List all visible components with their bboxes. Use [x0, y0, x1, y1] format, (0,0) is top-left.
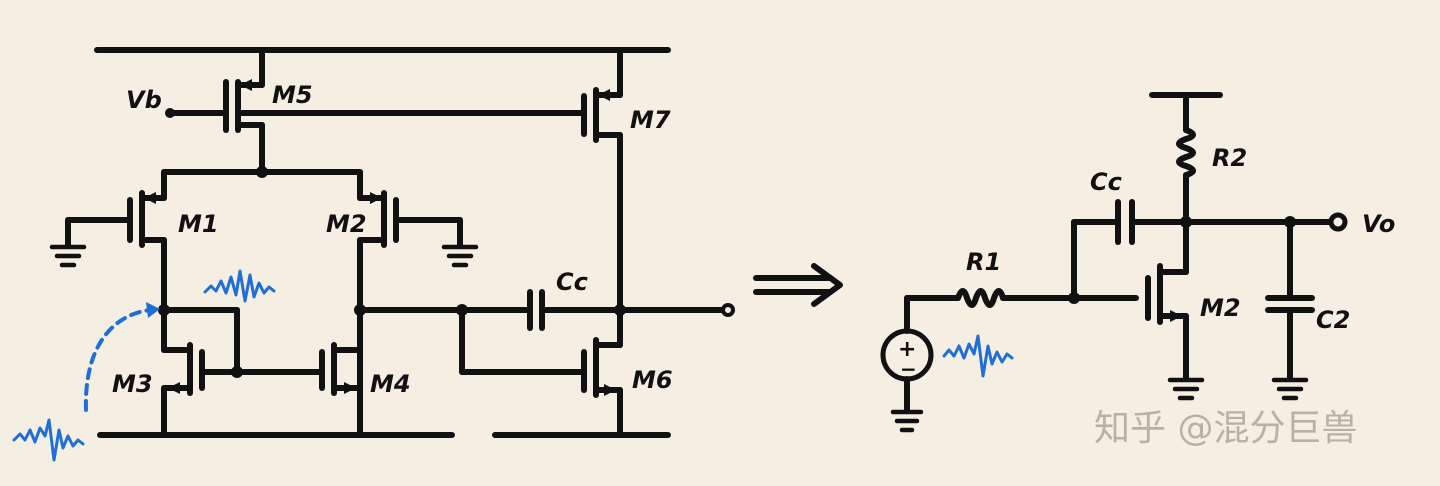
- r2-label: R2: [1212, 144, 1247, 172]
- m7-label: M7: [630, 106, 671, 134]
- transistor-m4: [319, 342, 363, 396]
- equivalence-arrow: [753, 263, 843, 307]
- vo-label: Vo: [1362, 210, 1395, 238]
- source-minus: −: [900, 357, 917, 381]
- signal-waveform-source: [942, 334, 1014, 378]
- transistor-m3: [161, 307, 205, 438]
- transistor-m2: [357, 169, 479, 438]
- m2-label: M2: [326, 210, 367, 238]
- voltage-source: + −: [880, 295, 961, 433]
- resistor-r2: [1176, 127, 1196, 235]
- right-circuit: + − R1 Cc Vo R2: [880, 92, 1395, 433]
- vo-terminal: [1328, 212, 1348, 232]
- m4-label: M4: [370, 370, 411, 398]
- m6-label: M6: [632, 366, 673, 394]
- capacitor-cc-left: [527, 289, 735, 331]
- m2-right-label: M2: [1200, 294, 1241, 322]
- resistor-r1: [955, 288, 1034, 308]
- transistor-m2-right: [1145, 219, 1205, 401]
- r1-label: R1: [966, 248, 1001, 276]
- source-plus: +: [898, 337, 916, 362]
- c2-label: C2: [1316, 306, 1350, 334]
- signal-waveform-node: [203, 269, 276, 303]
- watermark: 知乎 @混分巨兽: [1094, 408, 1357, 449]
- signal-path-arrow: [83, 308, 152, 412]
- capacitor-c2: [1265, 219, 1315, 401]
- signal-waveform-input: [12, 418, 85, 462]
- output-terminal: [721, 303, 735, 317]
- transistor-m5: [223, 47, 265, 175]
- m5-label: M5: [272, 81, 313, 109]
- cc-label-left: Cc: [556, 268, 588, 296]
- capacitor-cc-right: [1115, 199, 1348, 245]
- vb-label: Vb: [126, 86, 162, 114]
- transistor-m6: [581, 337, 623, 438]
- left-circuit: Vb M5 M7 M1 M2 M3 M4 M6 Cc: [12, 47, 735, 462]
- transistor-m1: [49, 169, 167, 311]
- m1-label: M1: [178, 210, 219, 238]
- cc-label-right: Cc: [1090, 168, 1122, 196]
- transistor-m7: [581, 47, 623, 348]
- m3-label: M3: [112, 370, 153, 398]
